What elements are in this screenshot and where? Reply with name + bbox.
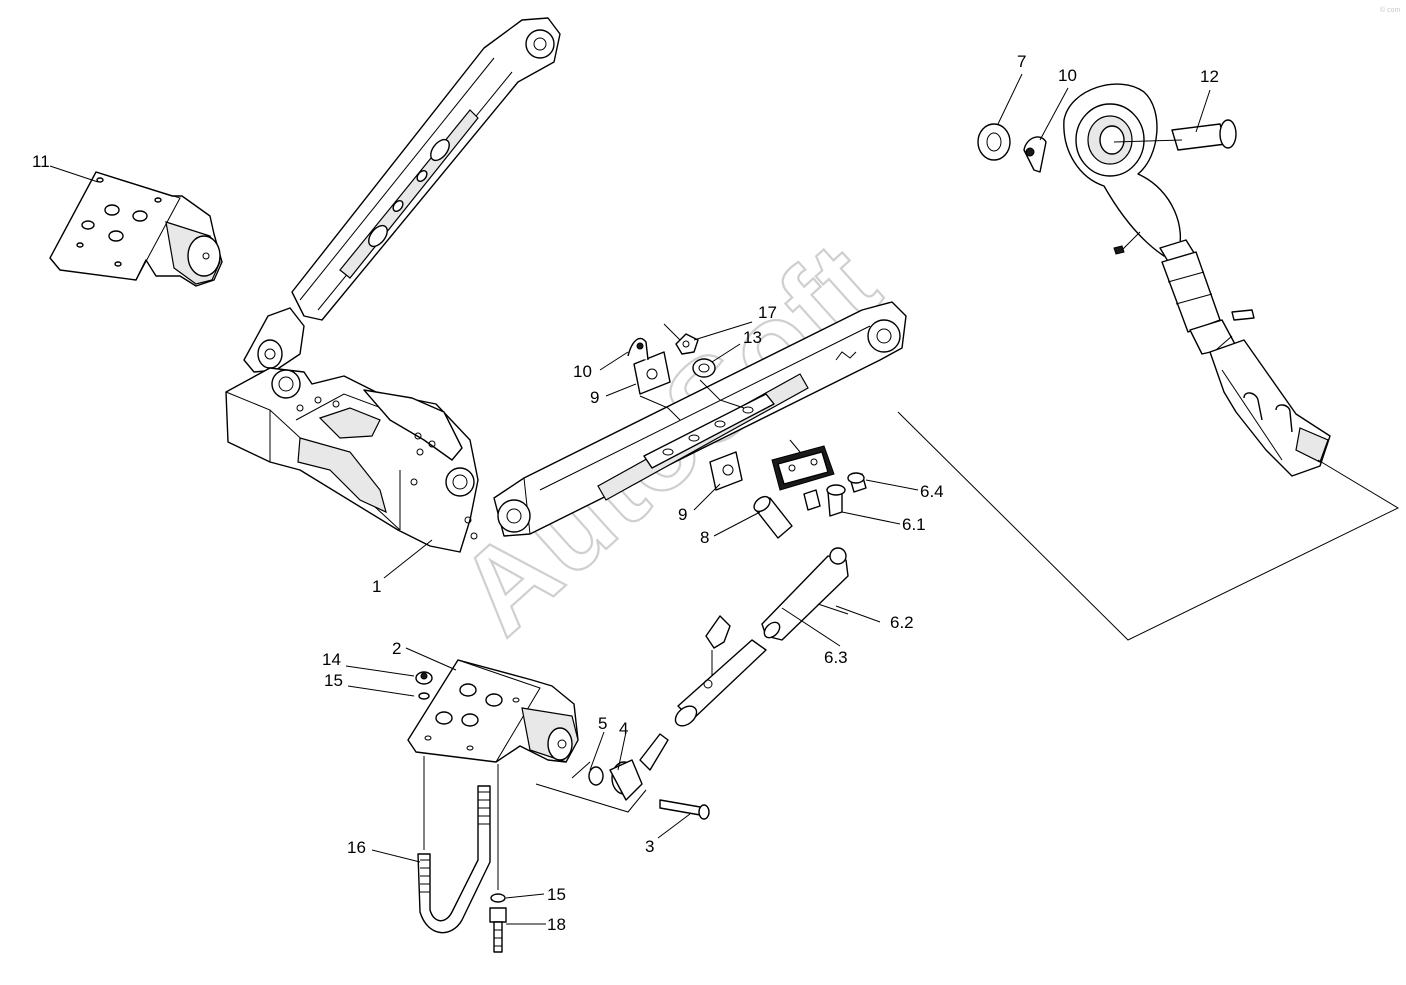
callout-6-1: 6.1: [902, 515, 926, 534]
callout-15-upper: 15: [324, 671, 343, 690]
callout-14: 14: [322, 650, 341, 669]
u-bolt-and-fasteners: [417, 756, 507, 953]
callout-16: 16: [347, 838, 366, 857]
callout-10-arm: 10: [573, 362, 592, 381]
callout-8: 8: [700, 528, 709, 547]
part-11-mounting-bracket: [49, 171, 223, 287]
callout-6-3: 6.3: [824, 648, 848, 667]
leveling-rod-assembly: [535, 547, 849, 820]
callout-17: 17: [758, 303, 777, 322]
callout-18: 18: [547, 915, 566, 934]
leader-lines: [49, 73, 1211, 925]
part-1-main-frame: [225, 367, 479, 553]
callout-11: 11: [32, 152, 50, 171]
callout-7: 7: [1017, 52, 1026, 71]
callout-12: 12: [1200, 67, 1219, 86]
callout-2: 2: [392, 639, 401, 658]
top-link-detail: [977, 83, 1331, 477]
corner-mark: © com: [1380, 6, 1400, 14]
callout-13: 13: [743, 328, 762, 347]
callout-9-lower: 9: [678, 505, 687, 524]
callout-1: 1: [372, 577, 381, 596]
detail-boundary-lines: [897, 411, 1400, 641]
arm-fittings: [627, 333, 835, 491]
lower-link-arm: [493, 301, 907, 537]
upper-lift-arm: [243, 17, 561, 373]
callout-6-2: 6.2: [890, 613, 914, 632]
pins-and-bolts: [753, 472, 867, 539]
callout-4: 4: [619, 719, 628, 738]
callout-3: 3: [645, 837, 654, 856]
part-2-lower-bracket: [407, 659, 579, 763]
callout-9-upper: 9: [590, 388, 599, 407]
callout-labels: 1 2 3 4 5 6.1 6.2 6.3 6.4 7 8 9 9 10 10 …: [32, 52, 1219, 934]
callout-5: 5: [598, 714, 607, 733]
callout-6-4: 6.4: [920, 482, 944, 501]
callout-15-lower: 15: [547, 885, 566, 904]
callout-10-detail: 10: [1058, 66, 1077, 85]
